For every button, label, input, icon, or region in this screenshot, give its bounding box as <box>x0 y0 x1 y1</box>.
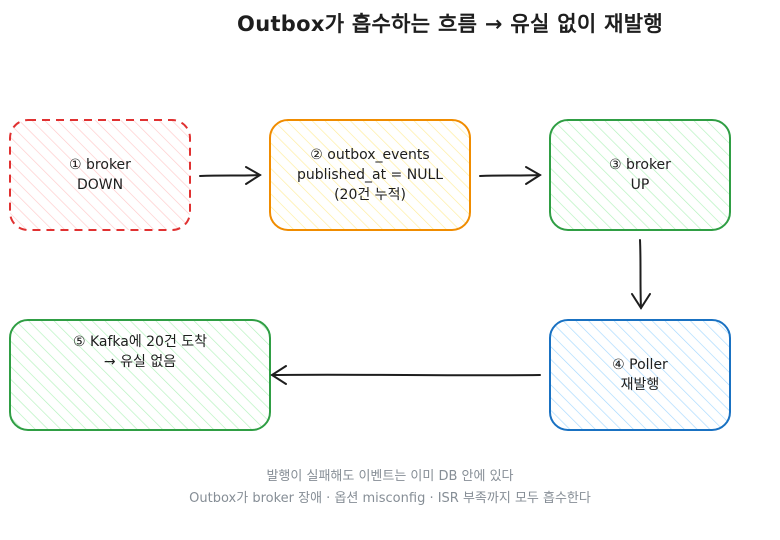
footer-line: Outbox가 broker 장애 · 옵션 misconfig · ISR 부… <box>189 491 591 506</box>
edge-broker-up-to-poller <box>631 239 651 310</box>
arrow-head <box>631 293 651 310</box>
node-box-outbox-events <box>269 119 471 231</box>
node-line: UP <box>630 177 650 193</box>
node-label-poller: ④ Poller 재발행 <box>550 320 730 430</box>
node-line: ① broker <box>69 157 131 173</box>
edge-outbox-to-broker-up <box>479 166 542 185</box>
node-line: ⑤ Kafka에 20건 도착 <box>72 334 208 350</box>
edge-line <box>199 174 261 177</box>
node-line: ③ broker <box>609 157 671 173</box>
arrow-head <box>270 365 287 385</box>
edge-line <box>639 239 642 309</box>
node-label-outbox-events: ② outbox_events published_at = NULL (20건… <box>270 120 470 230</box>
edge-poller-to-kafka <box>270 365 541 385</box>
node-box-poller <box>549 319 731 431</box>
node-box-broker-down <box>9 119 191 231</box>
node-line: DOWN <box>76 177 124 193</box>
node-label-kafka: ⑤ Kafka에 20건 도착 → 유실 없음 <box>10 320 270 430</box>
node-line: ④ Poller <box>612 357 668 373</box>
diagram-title: Outbox가 흡수하는 흐름 → 유실 없이 재발행 <box>237 12 663 36</box>
edge-broker-down-to-outbox <box>199 166 262 185</box>
edge-line <box>479 174 541 177</box>
node-line: 재발행 <box>620 377 660 393</box>
node-label-broker-up: ③ broker UP <box>550 120 730 230</box>
node-box-kafka <box>9 319 271 431</box>
node-line: (20건 누적) <box>334 187 406 203</box>
edge-line <box>271 373 541 377</box>
arrow-head <box>525 166 542 185</box>
node-box-broker-up <box>549 119 731 231</box>
node-line: published_at = NULL <box>296 167 444 183</box>
arrow-head <box>245 166 262 185</box>
footer-line: 발행이 실패해도 이벤트는 이미 DB 안에 있다 <box>266 469 514 484</box>
node-line: ② outbox_events <box>310 147 430 163</box>
footer-note: 발행이 실패해도 이벤트는 이미 DB 안에 있다 Outbox가 broker… <box>0 466 780 510</box>
node-line: → 유실 없음 <box>103 354 177 370</box>
node-label-broker-down: ① broker DOWN <box>10 120 190 230</box>
